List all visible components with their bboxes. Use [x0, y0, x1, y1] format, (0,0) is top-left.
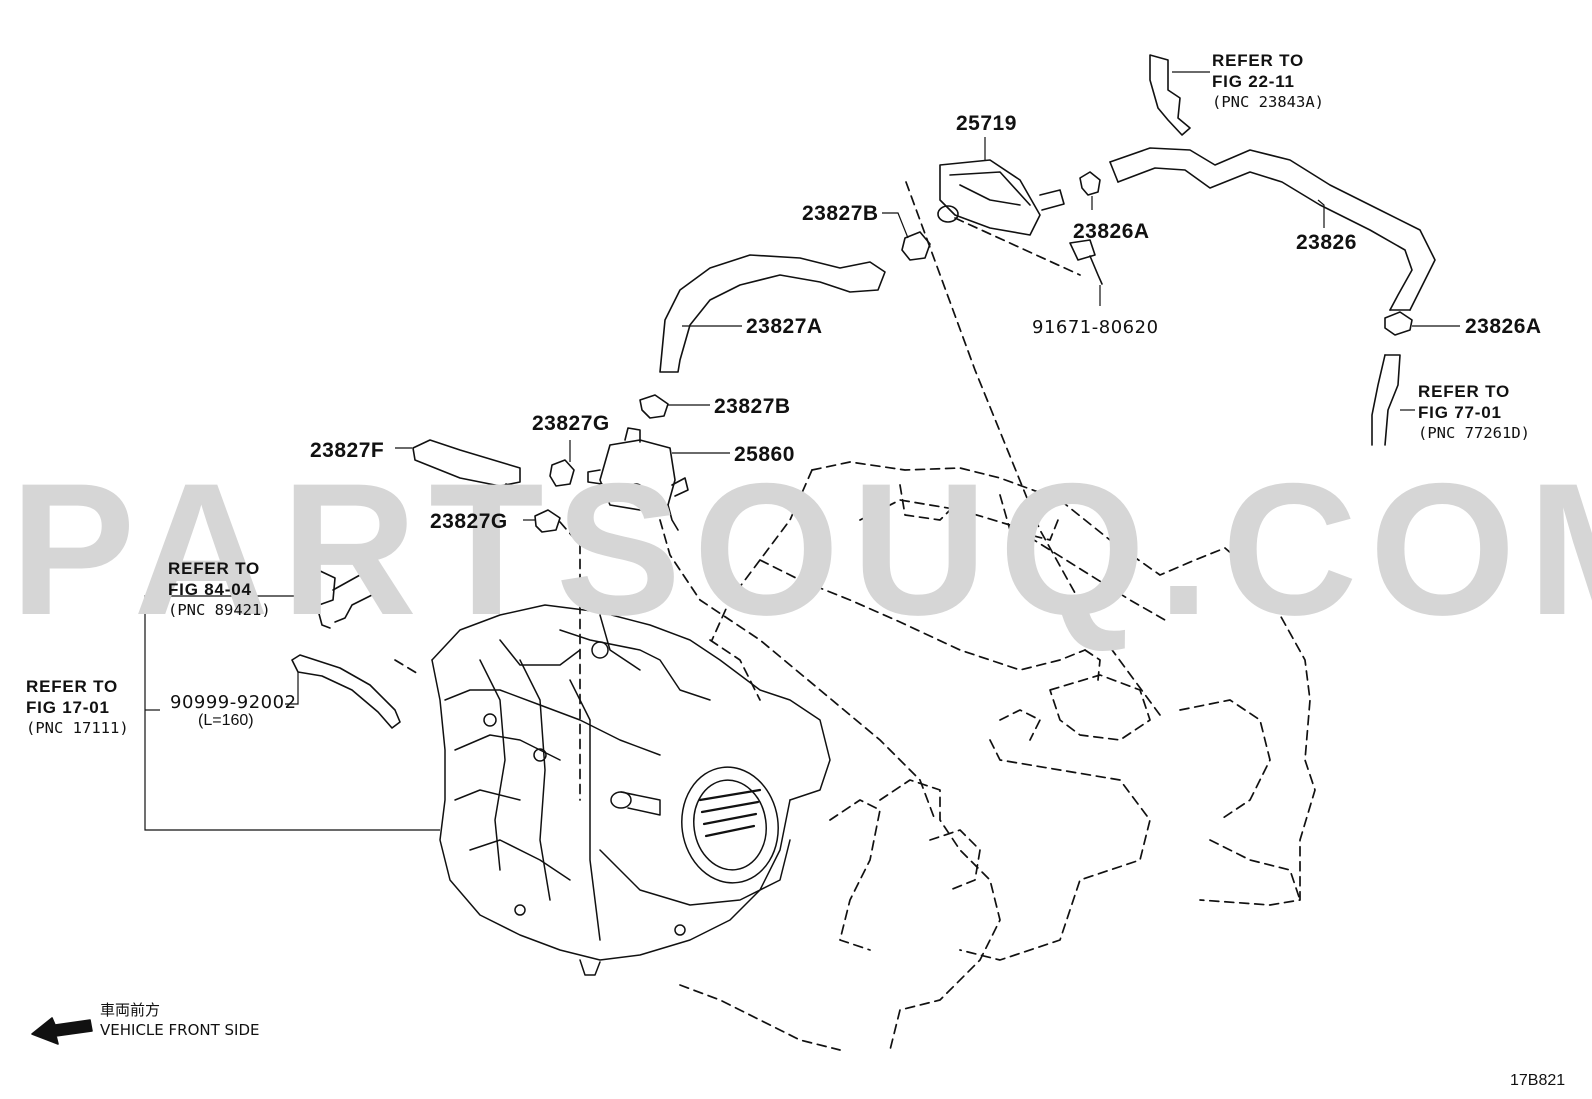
hose-23826-drawing [1109, 147, 1436, 311]
reference-fig-84-04-line2: FIG 84-04 [168, 580, 252, 599]
clamp-23827g-bottom-drawing [534, 509, 561, 533]
reference-fig-77-01-line1: REFER TO [1418, 382, 1511, 401]
reference-fig-77-01-pnc: (PNC 77261D) [1418, 424, 1530, 442]
callout-90999-92002[interactable]: 90999-92002 [170, 692, 297, 713]
front-arrow-drawing [31, 1017, 93, 1045]
vehicle-front-japanese: 車両前方 [100, 1001, 161, 1019]
pipe-fig-77-01-drawing [1371, 354, 1401, 446]
callout-23827b-top[interactable]: 23827B [802, 202, 879, 225]
callout-23826a-right[interactable]: 23826A [1465, 315, 1542, 338]
callout-23827b-mid[interactable]: 23827B [714, 395, 791, 418]
vehicle-front-english: VEHICLE FRONT SIDE [100, 1021, 260, 1039]
reference-fig-84-04-pnc: (PNC 89421) [168, 601, 271, 619]
reference-fig-17-01[interactable]: REFER TO FIG 17-01 (PNC 17111) [26, 676, 129, 739]
clamp-23827b-top-drawing [901, 231, 931, 261]
connector-fig-22-11-drawing [1149, 54, 1191, 136]
reference-fig-17-01-line2: FIG 17-01 [26, 698, 110, 717]
reference-fig-22-11[interactable]: REFER TO FIG 22-11 (PNC 23843A) [1212, 50, 1324, 113]
callout-23827a[interactable]: 23827A [746, 315, 823, 338]
bolt-91671-drawing [1069, 239, 1103, 285]
vehicle-front-legend: 車両前方 VEHICLE FRONT SIDE [100, 1000, 260, 1040]
callout-25860[interactable]: 25860 [734, 443, 795, 466]
callout-91671-80620[interactable]: 91671-80620 [1032, 317, 1159, 338]
clamp-23826a-right-drawing [1384, 311, 1413, 336]
hose-23827a-drawing [659, 254, 886, 373]
hose-23827f-drawing [412, 439, 521, 487]
callout-23826[interactable]: 23826 [1296, 231, 1357, 254]
reference-fig-84-04-line1: REFER TO [168, 559, 261, 578]
sensor-fig-84-04-drawing [299, 569, 376, 629]
intake-manifold [431, 604, 831, 976]
callout-23827g-top[interactable]: 23827G [532, 412, 610, 435]
hose-90999-drawing [291, 654, 401, 729]
part-25719-drawing [937, 159, 1065, 236]
callout-23827f[interactable]: 23827F [310, 439, 385, 462]
callout-25719[interactable]: 25719 [956, 112, 1017, 135]
reference-fig-17-01-line1: REFER TO [26, 677, 119, 696]
clamp-23826a-top-drawing [1079, 171, 1101, 196]
callout-23826a-top[interactable]: 23826A [1073, 220, 1150, 243]
reference-fig-77-01-line2: FIG 77-01 [1418, 403, 1502, 422]
engine-outline [394, 181, 1316, 1051]
reference-fig-17-01-pnc: (PNC 17111) [26, 719, 129, 737]
reference-fig-22-11-line1: REFER TO [1212, 51, 1305, 70]
callout-90999-length: (L=160) [198, 712, 254, 729]
part-25860-drawing [587, 427, 689, 531]
clamp-23827b-mid-drawing [639, 394, 669, 419]
reference-fig-22-11-pnc: (PNC 23843A) [1212, 93, 1324, 111]
callout-23827g-bottom[interactable]: 23827G [430, 510, 508, 533]
watermark-text: PARTSOUQ.COM [10, 444, 1592, 654]
figure-code: 17B821 [1510, 1072, 1566, 1089]
reference-fig-22-11-line2: FIG 22-11 [1212, 72, 1295, 91]
clamp-23827g-top-drawing [549, 459, 575, 487]
reference-fig-77-01[interactable]: REFER TO FIG 77-01 (PNC 77261D) [1418, 381, 1530, 444]
reference-fig-84-04[interactable]: REFER TO FIG 84-04 (PNC 89421) [168, 558, 271, 621]
